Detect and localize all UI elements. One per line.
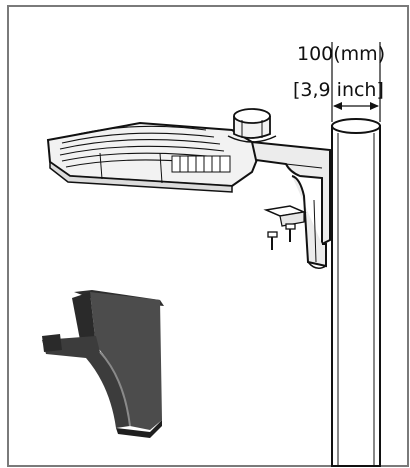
dimension-imperial: [3,9 inch] [293,79,384,101]
image-border [7,5,409,467]
dimension-arrow-left [333,102,342,110]
dimension-arrow-right [370,102,379,110]
bracket-detail-image [42,290,164,438]
dimension-metric: 100(mm) [297,43,385,65]
mounting-arm [250,140,331,269]
adapter-plate [263,205,307,227]
dimension-annotation: 100(mm) [3,9 inch] [293,42,385,122]
vent-grid [171,155,231,173]
mounting-bolt [267,231,278,250]
luminaire-head [46,121,262,193]
mounting-bolt-2 [285,223,296,242]
photocell-receptacle [227,108,277,143]
pole [331,118,381,467]
